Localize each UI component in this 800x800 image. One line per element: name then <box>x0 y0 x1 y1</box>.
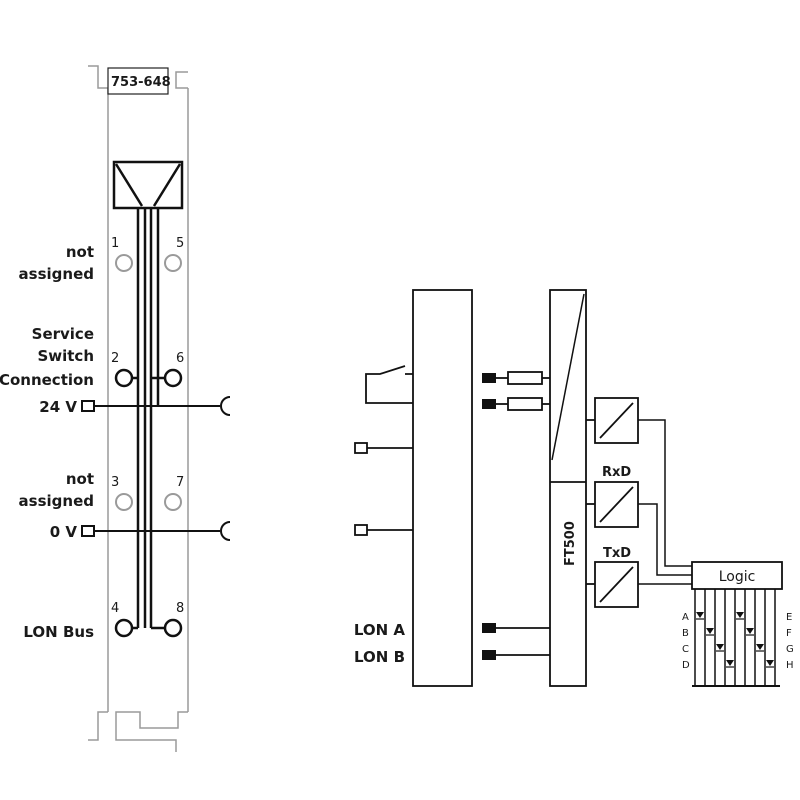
terminal-3: 3 <box>111 475 133 511</box>
rail-0v <box>81 521 231 541</box>
svg-text:Switch: Switch <box>37 347 94 365</box>
label-lon-a: LON A <box>354 621 406 639</box>
rxd-block: RxD <box>586 465 639 528</box>
ft500-block: FT500 <box>549 289 587 687</box>
main-block <box>412 289 473 687</box>
rxd-label: RxD <box>602 465 631 480</box>
svg-text:not: not <box>66 243 94 261</box>
lon-lines: LON A LON B <box>354 621 550 666</box>
label-24v: 24 V <box>39 398 77 416</box>
part-number: 753-648 <box>111 75 171 90</box>
logic-label: Logic <box>719 569 756 585</box>
terminal-4: 4 <box>111 601 134 638</box>
txd-block: TxD <box>586 546 639 608</box>
svg-text:7: 7 <box>176 475 184 490</box>
module-bus-wires <box>136 208 160 628</box>
svg-text:G: G <box>786 644 794 655</box>
label-lon-bus: LON Bus <box>23 623 94 641</box>
label-0v: 0 V <box>50 523 78 541</box>
rail-24v <box>81 396 231 416</box>
label-lon-b: LON B <box>354 648 405 666</box>
svg-text:6: 6 <box>176 351 184 366</box>
terminal-7: 7 <box>164 475 184 511</box>
labels-left: not assigned Service Switch Connection 2… <box>0 243 94 641</box>
module-connector <box>112 160 184 210</box>
isolator-block <box>586 397 639 444</box>
svg-text:F: F <box>786 628 792 639</box>
svg-text:assigned: assigned <box>19 265 94 283</box>
power-inputs <box>354 442 413 536</box>
logic-block: Logic <box>691 561 783 590</box>
svg-text:E: E <box>786 612 792 623</box>
txd-label: TxD <box>603 546 631 561</box>
svg-text:3: 3 <box>111 475 119 490</box>
svg-text:not: not <box>66 470 94 488</box>
led-array <box>692 589 780 687</box>
svg-text:Service: Service <box>32 325 94 343</box>
svg-text:A: A <box>682 612 689 623</box>
svg-text:assigned: assigned <box>19 492 94 510</box>
led-labels: A B C D E F G H <box>682 612 794 671</box>
terminal-5: 5 <box>164 236 184 272</box>
svg-text:5: 5 <box>176 236 184 251</box>
terminal-8: 8 <box>163 601 184 638</box>
svg-text:H: H <box>786 660 794 671</box>
svg-text:B: B <box>682 628 689 639</box>
svg-text:8: 8 <box>176 601 184 616</box>
svg-text:Connection: Connection <box>0 371 94 389</box>
svg-text:2: 2 <box>111 351 119 366</box>
svg-text:D: D <box>682 660 690 671</box>
terminal-1: 1 <box>111 236 133 272</box>
svg-text:C: C <box>682 644 689 655</box>
service-switch-symbol <box>365 365 413 404</box>
module-housing: 753-648 <box>88 65 189 752</box>
part-number-box <box>107 67 169 95</box>
terminal-6: 6 <box>163 351 184 388</box>
svg-text:1: 1 <box>111 236 119 251</box>
terminal-2: 2 <box>111 351 134 388</box>
svg-text:4: 4 <box>111 601 119 616</box>
ft500-label: FT500 <box>563 521 578 566</box>
resistor-links <box>482 371 550 411</box>
logic-wiring <box>638 419 692 585</box>
